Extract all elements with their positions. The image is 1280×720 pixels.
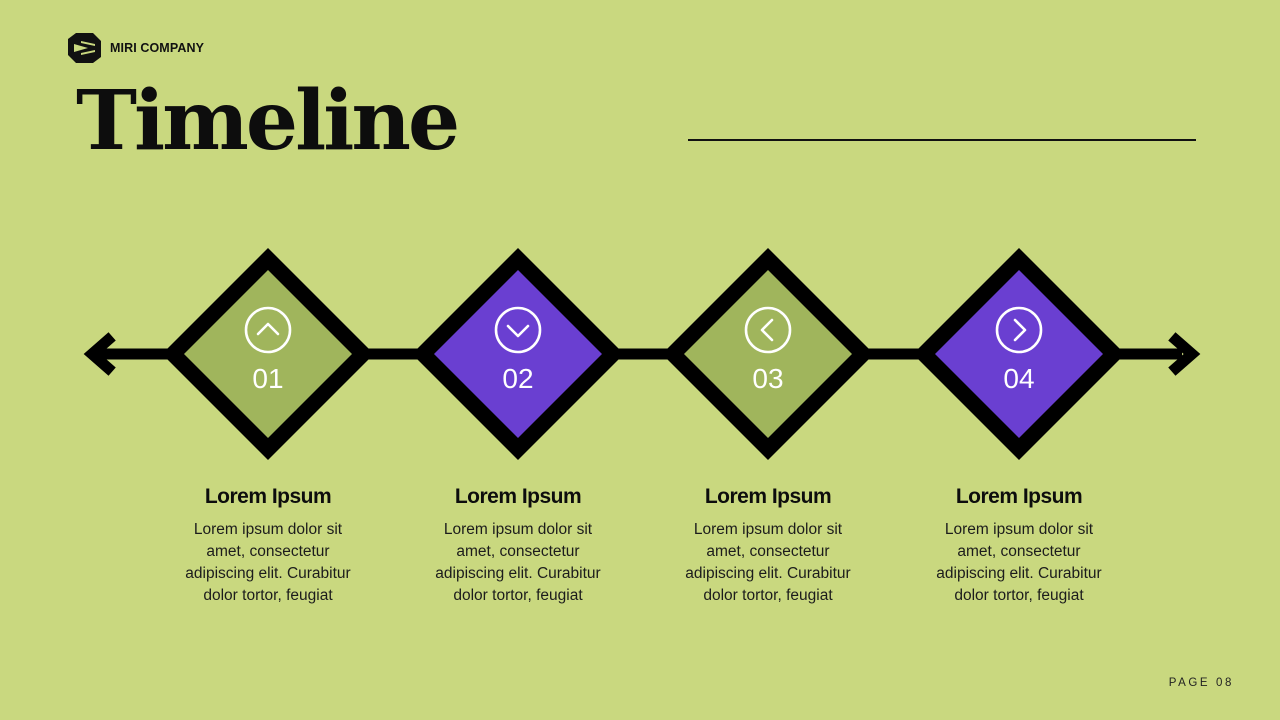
step-title: Lorem Ipsum	[955, 485, 1083, 508]
page-title: Timeline	[76, 73, 460, 169]
arrow-right-icon	[1168, 332, 1201, 376]
step-description: Lorem ipsum dolor sit amet, consectetur …	[936, 521, 1102, 604]
page-number: PAGE 08	[1168, 677, 1234, 689]
step-description: Lorem ipsum dolor sit amet, consectetur …	[185, 521, 351, 604]
step-diamond-fill	[434, 270, 602, 438]
step-description: Lorem ipsum dolor sit amet, consectetur …	[435, 521, 601, 604]
timeline-step-04: 04	[913, 248, 1125, 460]
hexagon-logo-icon	[68, 33, 101, 63]
chevron-up-icon	[244, 306, 292, 354]
step-description: Lorem ipsum dolor sit amet, consectetur …	[685, 521, 851, 604]
step-number: 02	[502, 363, 533, 394]
step-title: Lorem Ipsum	[204, 485, 332, 508]
chevron-left-icon	[744, 306, 792, 354]
timeline-step-01: 01	[162, 248, 374, 460]
arrow-left-icon	[83, 332, 116, 376]
step-diamond-fill	[184, 270, 352, 438]
step-number: 04	[1003, 363, 1034, 394]
brand: MIRI COMPANY	[68, 33, 204, 63]
step-title: Lorem Ipsum	[454, 485, 582, 508]
timeline-step-03: 03	[662, 248, 874, 460]
title-divider	[688, 139, 1196, 141]
step-number: 01	[252, 363, 283, 394]
chevron-down-icon	[494, 306, 542, 354]
step-diamond-fill	[684, 270, 852, 438]
brand-name: MIRI COMPANY	[110, 41, 205, 55]
step-number: 03	[752, 363, 783, 394]
timeline-step-02: 02	[412, 248, 624, 460]
step-title: Lorem Ipsum	[704, 485, 832, 508]
chevron-right-icon	[995, 306, 1043, 354]
step-diamond-fill	[935, 270, 1103, 438]
